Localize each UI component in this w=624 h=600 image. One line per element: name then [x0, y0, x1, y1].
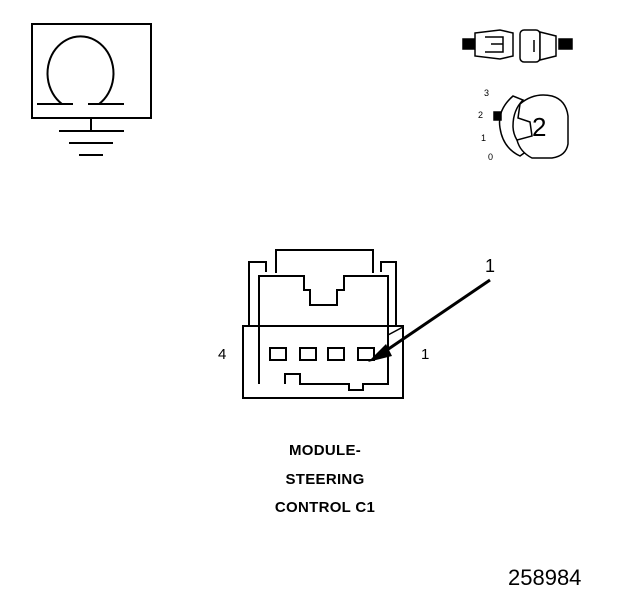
lock-position-0: 0 — [488, 152, 494, 162]
connector-title-line-3: CONTROL C1 — [274, 499, 376, 516]
pin-cavity-2 — [327, 347, 345, 361]
connector-face — [242, 249, 404, 399]
callout-arrow — [368, 278, 491, 362]
figure-number: 258984 — [508, 565, 582, 590]
lock-position-2: 2 — [478, 110, 484, 120]
ground-omega-icon — [31, 23, 152, 156]
pin-cavity-1 — [357, 347, 375, 361]
pin-cavity-3 — [299, 347, 317, 361]
pin-label-right: 1 — [421, 346, 430, 363]
connector-lock-position-icon — [493, 94, 569, 159]
connector-halves-icon — [462, 29, 573, 63]
connector-title-line-2: STEERING — [285, 471, 365, 488]
connector-shell — [242, 325, 404, 399]
lock-position-1: 1 — [481, 133, 487, 143]
lock-selected-number: 2 — [532, 112, 547, 142]
pin-cavity-4 — [269, 347, 287, 361]
connector-title-line-1: MODULE- — [288, 442, 362, 459]
callout-number: 1 — [485, 256, 496, 276]
pin-label-left: 4 — [218, 346, 227, 363]
lock-position-3: 3 — [484, 88, 490, 98]
